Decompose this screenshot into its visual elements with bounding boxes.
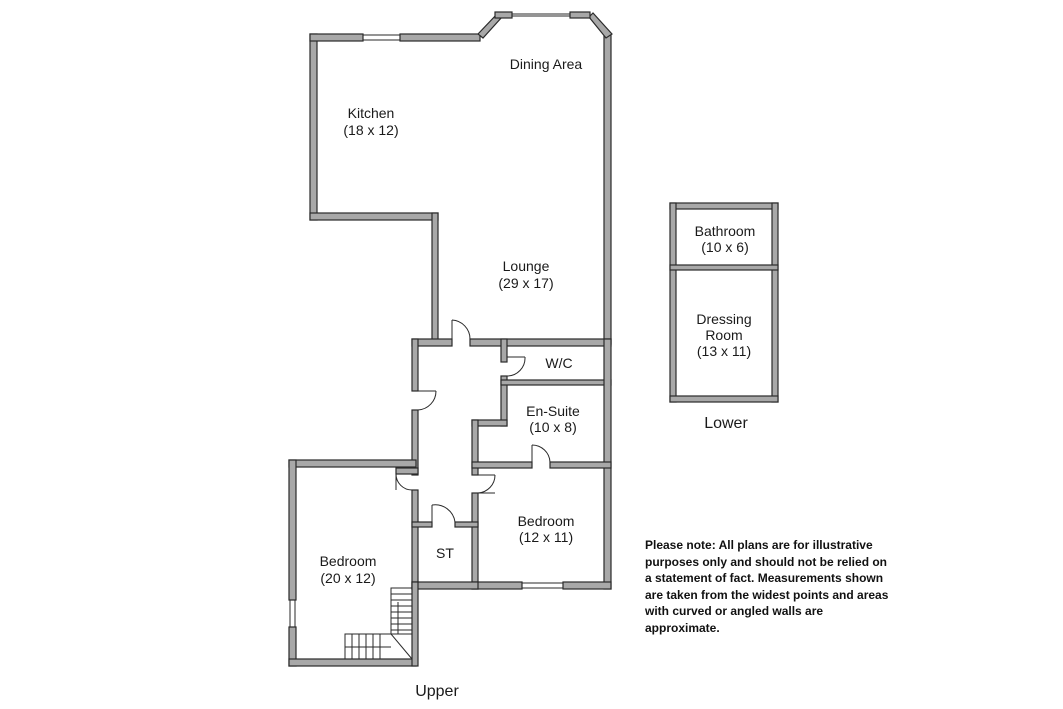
upper-floor-caption: Upper — [415, 683, 459, 700]
lounge-label: Lounge — [503, 258, 550, 274]
kitchen-label: Kitchen — [348, 105, 395, 121]
upper-floor-walls — [288, 11, 613, 667]
dressing-room-label-line2: Room — [705, 327, 742, 343]
bedroom-2-size: (12 x 11) — [519, 529, 573, 545]
dressing-room-label-line1: Dressing — [696, 311, 751, 327]
dressing-room-size: (13 x 11) — [697, 343, 751, 359]
bedroom-1-label: Bedroom — [320, 553, 377, 569]
disclaimer-note: Please note: All plans are for illustrat… — [645, 538, 889, 635]
bathroom-size: (10 x 6) — [701, 239, 748, 255]
kitchen-size: (18 x 12) — [343, 122, 398, 138]
bathroom-label: Bathroom — [695, 223, 756, 239]
upper-floor-doors — [395, 319, 551, 523]
dining-area-label: Dining Area — [510, 56, 583, 72]
wc-label: W/C — [545, 355, 572, 371]
en-suite-size: (10 x 8) — [529, 419, 576, 435]
lounge-size: (29 x 17) — [498, 275, 553, 291]
lower-floor-walls — [669, 202, 779, 403]
upper-floor-windows — [289, 13, 570, 627]
en-suite-label: En-Suite — [526, 403, 580, 419]
staircase — [344, 587, 413, 660]
lower-floor-caption: Lower — [704, 415, 748, 432]
bedroom-1-size: (20 x 12) — [320, 570, 375, 586]
bedroom-2-label: Bedroom — [518, 513, 575, 529]
store-label: ST — [436, 545, 454, 561]
